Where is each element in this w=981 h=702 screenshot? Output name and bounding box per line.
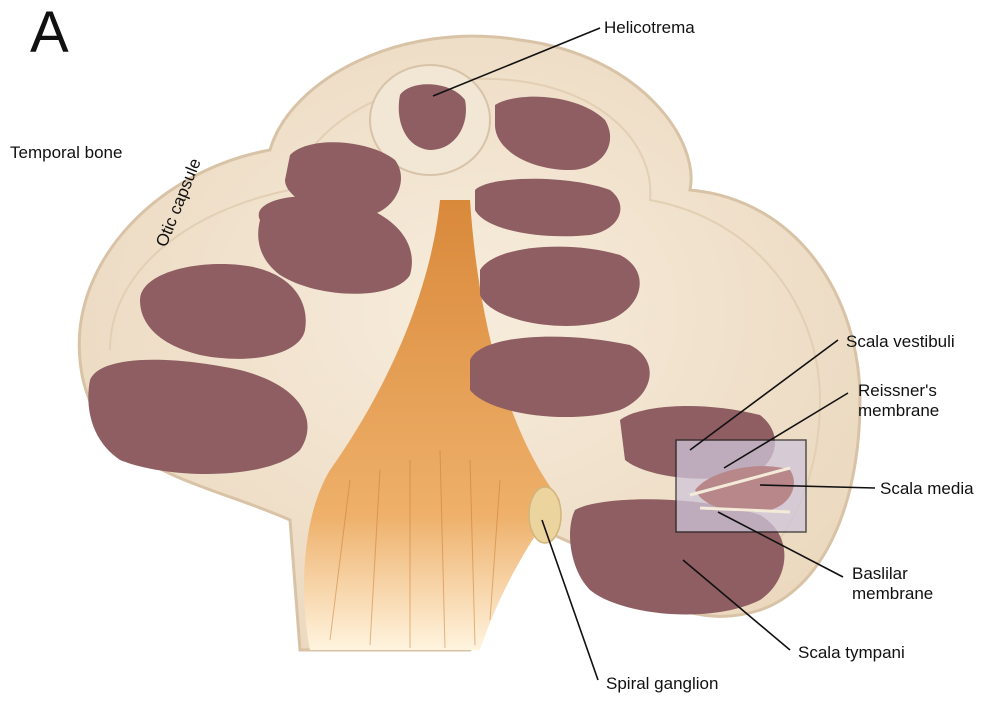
- label-scala-vestibuli: Scala vestibuli: [846, 332, 955, 351]
- label-basilar-line2: membrane: [852, 584, 933, 603]
- label-scala-media: Scala media: [880, 479, 974, 498]
- panel-label: A: [30, 0, 69, 65]
- label-spiral-ganglion: Spiral ganglion: [606, 674, 718, 693]
- label-scala-tympani: Scala tympani: [798, 643, 905, 662]
- label-helicotrema: Helicotrema: [604, 18, 695, 37]
- label-temporal-bone: Temporal bone: [10, 143, 122, 162]
- label-reissners-line2: membrane: [858, 401, 939, 420]
- label-basilar-line1: Baslilar: [852, 564, 908, 583]
- label-reissners-line1: Reissner's: [858, 381, 937, 400]
- spiral-ganglion: [529, 487, 561, 543]
